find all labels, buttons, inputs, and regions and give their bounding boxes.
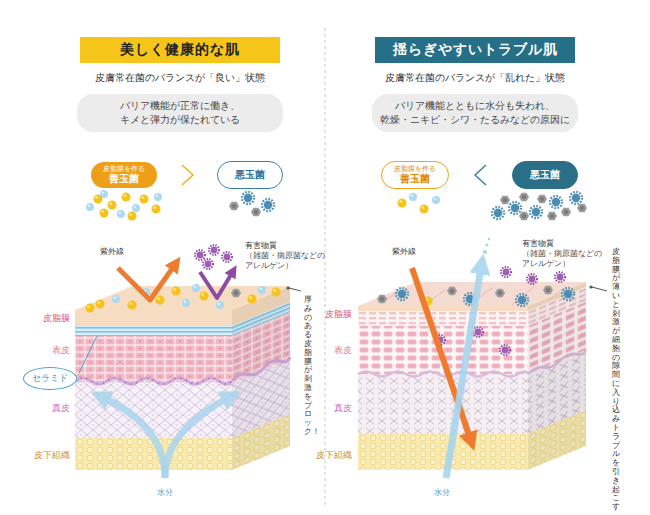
node-text: バリア機能が正常に働き、 キメと弾力が保たれている bbox=[85, 99, 275, 127]
arrow-label: 有害物質 bbox=[522, 238, 554, 249]
node-text: 悪玉菌 bbox=[234, 169, 266, 181]
arrow-label: 紫外線 bbox=[100, 246, 124, 257]
summary-box: バリア機能が正常に働き、 キメと弾力が保たれている bbox=[77, 94, 283, 132]
node-subtext: 善玉菌 bbox=[103, 173, 145, 185]
node-text: 揺らぎやすいトラブル肌 bbox=[387, 41, 563, 59]
label-slot: （雑菌・病原菌などの アレルゲン） bbox=[522, 249, 602, 269]
layer-label: 表皮 bbox=[52, 344, 70, 357]
label-slot: 皮下組織 bbox=[316, 449, 352, 462]
layer-label: 皮脂膜 bbox=[325, 308, 352, 321]
arrow-note: （雑菌・病原菌などの アレルゲン） bbox=[522, 249, 602, 269]
label-slot: 表皮 bbox=[52, 344, 70, 357]
subtitle: 皮膚常在菌のバランスが「乱れた」状態 bbox=[385, 71, 565, 85]
label-slot: 厚みのある皮脂膜が刺激をブロック！ bbox=[304, 296, 312, 437]
label-slot: 水分 bbox=[157, 487, 173, 498]
label-slot: 皮脂膜 bbox=[325, 308, 352, 321]
arrows bbox=[104, 238, 490, 478]
less-than-symbol bbox=[475, 165, 486, 185]
node-text: 皮脂膜を作る bbox=[394, 166, 436, 173]
title-bar: 揺らぎやすいトラブル肌 bbox=[375, 37, 575, 63]
layer-label: 皮下組織 bbox=[316, 449, 352, 462]
node-subtext: 善玉菌 bbox=[394, 173, 436, 185]
ceramide-ellipse: セラミド bbox=[23, 367, 77, 390]
layer-label: 真皮 bbox=[334, 402, 352, 415]
water-label: 水分 bbox=[434, 487, 450, 498]
vertical-note: 厚みのある皮脂膜が刺激をブロック！ bbox=[304, 296, 312, 437]
label-slot: 皮下組織 bbox=[34, 449, 70, 462]
node-text: バリア機能とともに水分も失われ、 乾燥・ニキビ・シワ・たるみなどの原因に bbox=[380, 99, 570, 127]
arrow-label: 紫外線 bbox=[392, 246, 416, 257]
label-slot: 皮膚常在菌のバランスが「乱れた」状態 bbox=[385, 71, 565, 85]
layer-label: 真皮 bbox=[52, 402, 70, 415]
summary-box: バリア機能とともに水分も失われ、 乾燥・ニキビ・シワ・たるみなどの原因に bbox=[372, 94, 578, 132]
node-text: 美しく健康的な肌 bbox=[92, 41, 268, 59]
label-slot: 皮脂膜が薄いと刺激が細胞の隙間に入り込みトラブルを引き起こす bbox=[612, 248, 620, 512]
vertical-note: 皮脂膜が薄いと刺激が細胞の隙間に入り込みトラブルを引き起こす bbox=[612, 248, 620, 512]
arrow-label: 有害物質 bbox=[245, 240, 277, 251]
bacteria-cluster bbox=[86, 190, 587, 221]
subtitle: 皮膚常在菌のバランスが「良い」状態 bbox=[95, 71, 265, 85]
node-text: 皮脂膜を作る bbox=[103, 166, 145, 173]
leader-lines bbox=[79, 285, 607, 373]
label-slot: 水分 bbox=[434, 487, 450, 498]
label-slot: 有害物質 bbox=[245, 240, 277, 251]
label-slot: 紫外線 bbox=[100, 246, 124, 257]
good-bacteria-pill: 皮脂膜を作る善玉菌 bbox=[91, 162, 157, 189]
node-text: 悪玉菌 bbox=[529, 169, 561, 181]
healthy-skin-block bbox=[75, 284, 290, 470]
layer-label: 表皮 bbox=[334, 344, 352, 357]
panel-divider bbox=[325, 28, 326, 505]
label-slot: （雑菌・病原菌などの アレルゲン） bbox=[245, 251, 325, 271]
label-slot: 有害物質 bbox=[522, 238, 554, 249]
water-label: 水分 bbox=[157, 487, 173, 498]
label-slot: 紫外線 bbox=[392, 246, 416, 257]
arrow-note: （雑菌・病原菌などの アレルゲン） bbox=[245, 251, 325, 271]
greater-than-symbol bbox=[182, 165, 193, 185]
layer-label: 皮脂膜 bbox=[43, 312, 70, 325]
label-slot: 真皮 bbox=[334, 402, 352, 415]
node-text: セラミド bbox=[32, 372, 68, 385]
troubled-skin-block bbox=[358, 267, 586, 470]
label-slot: 真皮 bbox=[52, 402, 70, 415]
bad-bacteria-pill: 悪玉菌 bbox=[512, 161, 578, 189]
good-bacteria-pill: 皮脂膜を作る善玉菌 bbox=[381, 161, 449, 190]
label-slot: 皮膚常在菌のバランスが「良い」状態 bbox=[95, 71, 265, 85]
bad-bacteria-pill: 悪玉菌 bbox=[217, 161, 283, 189]
label-slot: 表皮 bbox=[334, 344, 352, 357]
title-bar: 美しく健康的な肌 bbox=[80, 37, 280, 63]
label-slot: 皮脂膜 bbox=[43, 312, 70, 325]
layer-label: 皮下組織 bbox=[34, 449, 70, 462]
